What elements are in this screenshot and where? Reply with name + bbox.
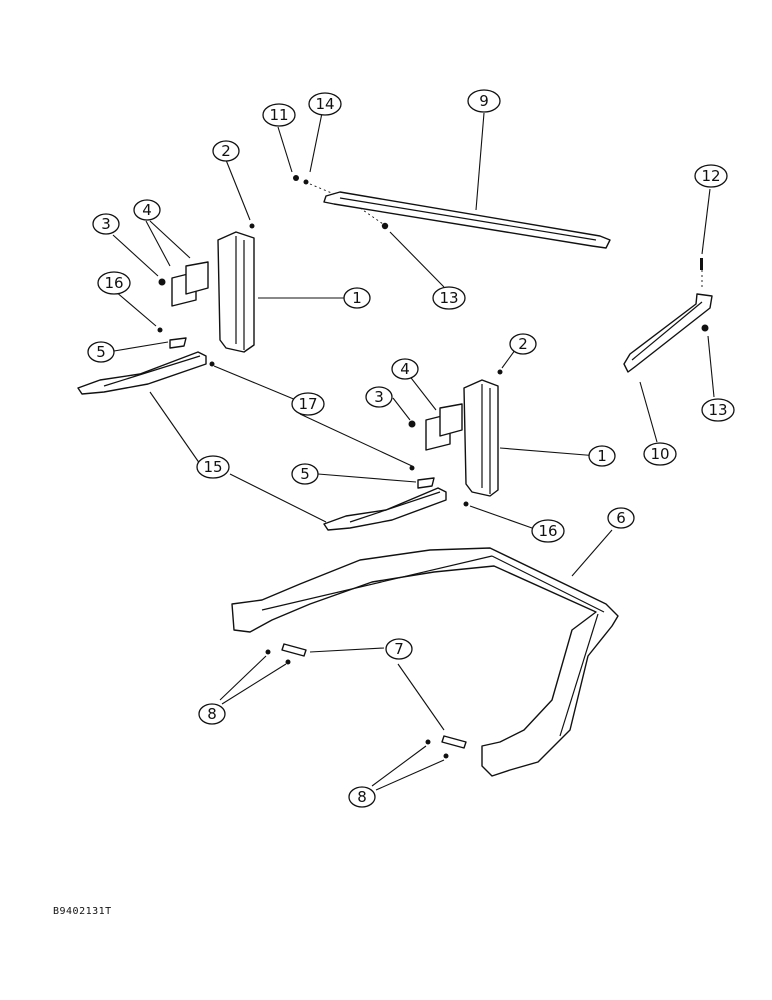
callout-1-right: 1 — [588, 445, 616, 467]
pin-7-upper — [281, 643, 307, 657]
callout-5-right: 5 — [291, 463, 319, 485]
callout-4-right: 4 — [391, 358, 419, 380]
svg-text:2: 2 — [221, 142, 231, 160]
callout-12: 12 — [694, 164, 728, 188]
svg-text:3: 3 — [101, 215, 111, 233]
callout-2-left: 2 — [212, 140, 240, 162]
callout-14: 14 — [308, 92, 342, 116]
brace-10 — [623, 293, 713, 373]
svg-text:7: 7 — [394, 640, 404, 658]
callout-3-right: 3 — [365, 386, 393, 408]
hardware-right — [408, 369, 503, 507]
pin-7-lower — [441, 735, 467, 749]
bracket-15-left — [77, 351, 207, 395]
callout-11: 11 — [262, 103, 296, 127]
callout-15: 15 — [196, 455, 230, 479]
clips-8-upper — [265, 649, 291, 665]
callout-16-left: 16 — [97, 271, 131, 295]
callout-16-right: 16 — [531, 519, 565, 543]
svg-text:8: 8 — [207, 705, 217, 723]
svg-text:13: 13 — [439, 289, 458, 307]
callout-6: 6 — [607, 507, 635, 529]
svg-text:5: 5 — [96, 343, 106, 361]
svg-text:4: 4 — [400, 360, 410, 378]
svg-text:1: 1 — [597, 447, 607, 465]
hardware-11-14 — [293, 175, 335, 195]
plates-4-right — [425, 403, 463, 451]
callout-7: 7 — [385, 638, 413, 660]
post-1-left — [217, 231, 255, 353]
svg-text:13: 13 — [708, 401, 727, 419]
svg-text:2: 2 — [518, 335, 528, 353]
drawing-id: B9402131T — [53, 906, 112, 917]
svg-text:8: 8 — [357, 788, 367, 806]
svg-text:3: 3 — [374, 388, 384, 406]
callout-4-left: 4 — [133, 199, 161, 221]
clips-8-lower — [425, 739, 449, 759]
svg-text:6: 6 — [616, 509, 626, 527]
svg-text:12: 12 — [701, 167, 720, 185]
callout-8-upper: 8 — [198, 703, 226, 725]
callout-3-left: 3 — [92, 213, 120, 235]
plates-4-left — [171, 261, 209, 307]
callout-17: 17 — [291, 392, 325, 416]
callout-8-lower: 8 — [348, 786, 376, 808]
svg-text:11: 11 — [269, 106, 288, 124]
nut-13-right — [701, 324, 709, 332]
post-1-right — [463, 379, 499, 497]
leader-lines — [112, 112, 715, 791]
callout-13-right: 13 — [701, 398, 735, 422]
bracket-15-right — [323, 487, 447, 531]
svg-text:10: 10 — [650, 445, 669, 463]
svg-text:15: 15 — [203, 458, 222, 476]
svg-text:9: 9 — [479, 92, 489, 110]
hardware-left — [157, 223, 255, 367]
callout-13-top: 13 — [432, 286, 466, 310]
svg-text:16: 16 — [104, 274, 123, 292]
callout-9: 9 — [467, 89, 501, 113]
callout-5-left: 5 — [87, 341, 115, 363]
callout-1-left: 1 — [343, 287, 371, 309]
nut-13-top — [359, 207, 389, 230]
frame-6 — [231, 547, 619, 777]
svg-text:5: 5 — [300, 465, 310, 483]
svg-text:1: 1 — [352, 289, 362, 307]
svg-text:16: 16 — [538, 522, 557, 540]
bolt-12 — [700, 258, 703, 290]
svg-text:14: 14 — [315, 95, 334, 113]
brace-rod-9 — [323, 191, 611, 249]
callout-10: 10 — [643, 442, 677, 466]
svg-text:4: 4 — [142, 201, 152, 219]
callout-2-right: 2 — [509, 333, 537, 355]
svg-text:17: 17 — [298, 395, 317, 413]
